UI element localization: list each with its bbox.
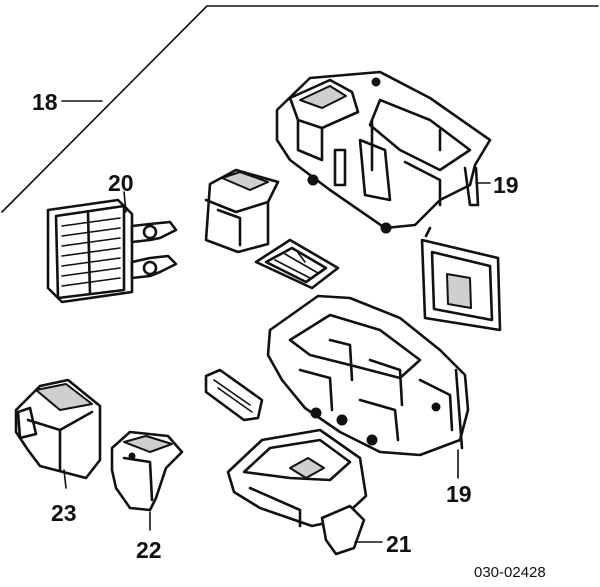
- heater-core-part: [46, 198, 178, 304]
- label-19-lower: 19: [446, 481, 472, 507]
- label-19-upper: 19: [493, 172, 519, 198]
- lower-case-part: [266, 294, 470, 457]
- label-23: 23: [51, 500, 77, 526]
- evaporator-part: [204, 368, 264, 422]
- blower-case-part: [226, 428, 368, 556]
- flap-part: [254, 238, 340, 290]
- diagram-code: 030-02428: [474, 564, 546, 581]
- assembly-boundary: [1, 5, 599, 213]
- upper-case-part: [275, 70, 492, 234]
- label-22: 22: [136, 537, 162, 563]
- leader-lines: [61, 100, 491, 543]
- motor-part: [14, 378, 102, 480]
- label-21: 21: [386, 531, 412, 557]
- duct-part: [110, 430, 184, 512]
- door-plate-part: [420, 226, 502, 332]
- label-18: 18: [32, 89, 58, 115]
- air-door-part: [204, 168, 280, 254]
- label-20: 20: [108, 170, 134, 196]
